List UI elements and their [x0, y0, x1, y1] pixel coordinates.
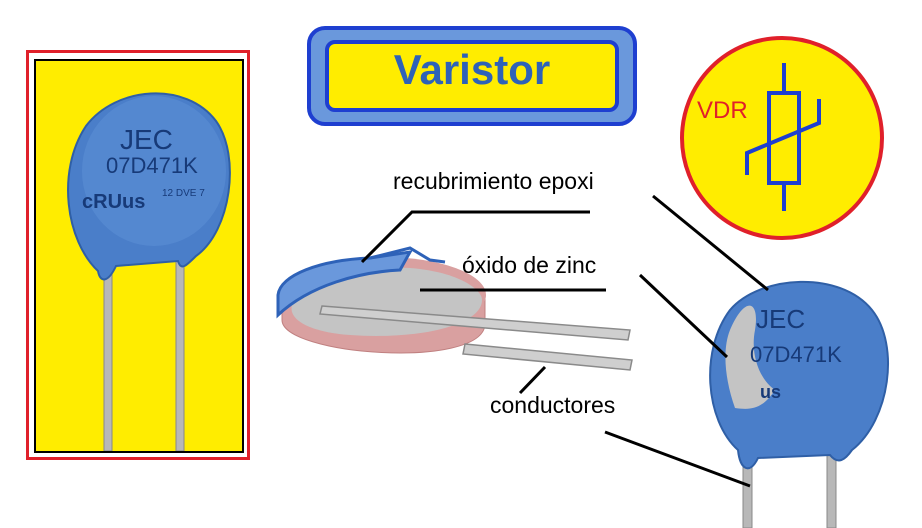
title-box [307, 26, 637, 126]
vdr-symbol [680, 36, 884, 240]
cutaway-cert-text: us [760, 382, 781, 402]
label-leads: conductores [490, 392, 616, 418]
cert-codes-text: 12 DVE 7 [162, 188, 205, 199]
body-highlight [82, 96, 226, 246]
symbol-label: VDR [697, 97, 748, 124]
leader-leads-right [604, 430, 751, 488]
leader-coating-left [360, 210, 590, 264]
leader-leads-left [518, 365, 547, 395]
component-photo-panel: JEC 07D471K cRUus 12 DVE 7 [34, 59, 244, 453]
page-title: Varistor [393, 46, 551, 93]
part-number-text: 07D471K [106, 153, 198, 178]
varistor-cutaway: JEC 07D471K us [709, 280, 890, 528]
cutaway-oxide [725, 305, 775, 409]
brand-text: JEC [120, 124, 173, 155]
epoxy-coating [276, 250, 413, 319]
leader-oxide-right [638, 273, 729, 359]
lead-upper [319, 305, 631, 341]
label-epoxy-coating: recubrimiento epoxi [393, 168, 594, 194]
cutaway-part-number-text: 07D471K [750, 342, 842, 367]
epoxy-edge [369, 246, 446, 264]
cross-section [276, 246, 633, 371]
varistor-photo: JEC 07D471K cRUus 12 DVE 7 [67, 92, 231, 452]
leader-coating-right [652, 194, 769, 292]
component-photo-frame: JEC 07D471K cRUus 12 DVE 7 [26, 50, 250, 460]
lead-lower [462, 343, 633, 371]
cert-mark-text: cRUus [82, 191, 145, 213]
symbol-diagonal [745, 99, 821, 175]
label-zinc-oxide: óxido de zinc [462, 252, 597, 278]
cutaway-brand-text: JEC [756, 304, 805, 334]
